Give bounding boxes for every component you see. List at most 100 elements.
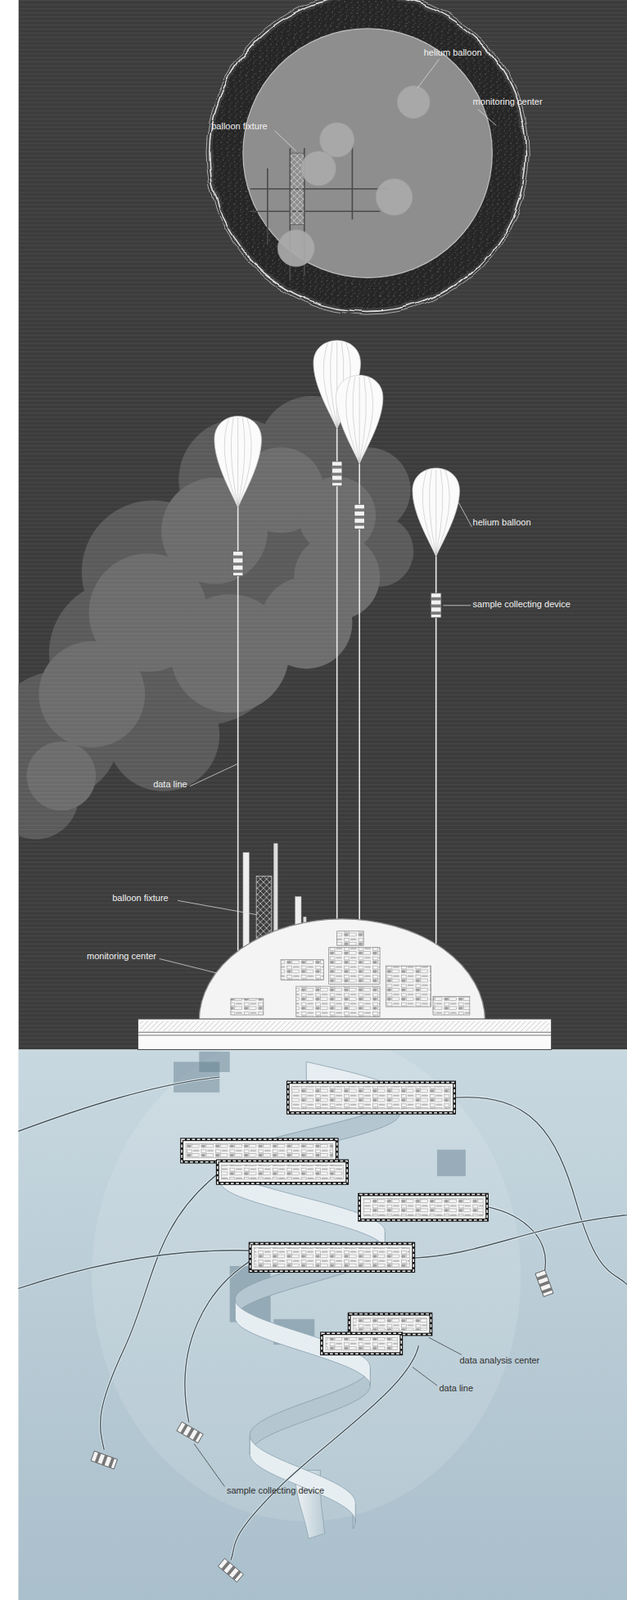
box-frame bbox=[181, 1139, 338, 1162]
cable-sheath bbox=[230, 1345, 420, 1561]
device-body bbox=[217, 1558, 244, 1583]
equipment-panel bbox=[296, 986, 380, 1017]
leader-line bbox=[189, 763, 239, 786]
device-band bbox=[232, 569, 243, 573]
leader-line bbox=[417, 58, 439, 88]
device-band bbox=[108, 1457, 115, 1469]
leader-line bbox=[458, 502, 472, 528]
box-frame bbox=[321, 1333, 402, 1354]
cable-sheath bbox=[18, 1077, 220, 1132]
device-band bbox=[180, 1424, 188, 1435]
leader-line bbox=[442, 604, 471, 606]
balloon-gore bbox=[329, 342, 337, 428]
device-band bbox=[186, 1427, 194, 1439]
callout-label: balloon fixture bbox=[112, 893, 169, 904]
callout-label: sample collecting device bbox=[473, 599, 571, 610]
sample-device bbox=[232, 551, 243, 577]
platform bbox=[137, 1019, 551, 1050]
device-band bbox=[232, 1570, 242, 1581]
fixture-mast bbox=[243, 852, 249, 956]
device-body bbox=[535, 1270, 554, 1297]
balloon-gore bbox=[224, 417, 238, 506]
device-body bbox=[176, 1421, 203, 1444]
data-line bbox=[358, 463, 361, 920]
equipment-panel bbox=[337, 931, 364, 946]
analysis-box bbox=[181, 1139, 338, 1162]
shadow-block bbox=[437, 1150, 466, 1177]
device-band bbox=[331, 465, 342, 470]
data-cable bbox=[454, 1097, 627, 1286]
sample-device bbox=[331, 461, 342, 487]
leader-layer bbox=[159, 58, 497, 1487]
equipment-panel bbox=[433, 996, 470, 1015]
platform-joint bbox=[137, 1034, 551, 1036]
box-dash bbox=[288, 1082, 455, 1113]
leader-line bbox=[412, 1366, 438, 1385]
underwater-view bbox=[18, 1051, 627, 1583]
sky-background bbox=[18, 0, 627, 1050]
balloon-gore bbox=[422, 469, 436, 555]
monitoring-ring bbox=[212, 0, 523, 309]
cable-sheath bbox=[487, 1207, 546, 1274]
data-cable bbox=[487, 1207, 546, 1274]
device-band bbox=[232, 562, 243, 566]
data-cable bbox=[18, 1077, 220, 1132]
balloon-plan bbox=[375, 178, 413, 216]
callout-label: sample collecting device bbox=[226, 1485, 325, 1497]
leader-line bbox=[428, 1337, 462, 1355]
box-equipment bbox=[292, 1086, 451, 1109]
equipment-panel bbox=[329, 947, 380, 985]
device-band bbox=[430, 604, 441, 609]
elevation-view bbox=[137, 340, 551, 1050]
balloon-gore bbox=[346, 376, 360, 462]
box-dash bbox=[217, 1160, 348, 1183]
balloon-plan bbox=[396, 85, 430, 119]
balloon-gore bbox=[323, 342, 337, 428]
fixture-beam bbox=[266, 168, 269, 246]
device-band bbox=[354, 515, 365, 519]
device-band bbox=[430, 611, 441, 615]
callout-label: helium balloon bbox=[424, 47, 483, 59]
box-dash bbox=[349, 1314, 432, 1336]
equipment-panel bbox=[386, 965, 432, 1007]
balloon-gore bbox=[428, 469, 436, 555]
ring-outline bbox=[209, 0, 527, 312]
helium-balloon bbox=[412, 468, 460, 557]
data-line bbox=[336, 428, 339, 920]
device-band bbox=[192, 1431, 200, 1443]
sample-device bbox=[90, 1451, 118, 1470]
sample-device bbox=[176, 1421, 203, 1444]
balloon-gore bbox=[359, 376, 373, 462]
callout-label: monitoring center bbox=[473, 96, 543, 108]
analysis-box bbox=[288, 1082, 455, 1113]
leader-line bbox=[478, 108, 497, 126]
data-cable bbox=[100, 1174, 218, 1451]
helix-ramp bbox=[249, 1436, 356, 1523]
analysis-box bbox=[349, 1314, 432, 1336]
sample-device bbox=[217, 1558, 244, 1583]
callout-label: data line bbox=[438, 1383, 474, 1394]
platform-joint bbox=[137, 1032, 551, 1033]
analysis-box bbox=[321, 1333, 402, 1354]
balloon-gore bbox=[352, 376, 360, 462]
device-band bbox=[354, 523, 365, 527]
device-band bbox=[101, 1455, 109, 1467]
sample-device bbox=[535, 1270, 554, 1297]
balloon-gore bbox=[359, 376, 366, 462]
cable-sheath bbox=[18, 1250, 255, 1290]
monitoring-dome bbox=[198, 919, 485, 1022]
leader-line bbox=[275, 130, 297, 152]
platform-hatch bbox=[139, 1021, 550, 1032]
box-equipment bbox=[254, 1247, 411, 1268]
callout-label: data line bbox=[153, 779, 188, 790]
device-band bbox=[354, 508, 365, 512]
box-dash bbox=[181, 1139, 338, 1162]
device-band bbox=[541, 1287, 553, 1295]
data-cable bbox=[18, 1250, 255, 1290]
box-frame bbox=[217, 1160, 348, 1183]
balloon-gore bbox=[436, 469, 443, 555]
box-dash bbox=[321, 1333, 402, 1354]
leader-line bbox=[193, 1443, 225, 1487]
